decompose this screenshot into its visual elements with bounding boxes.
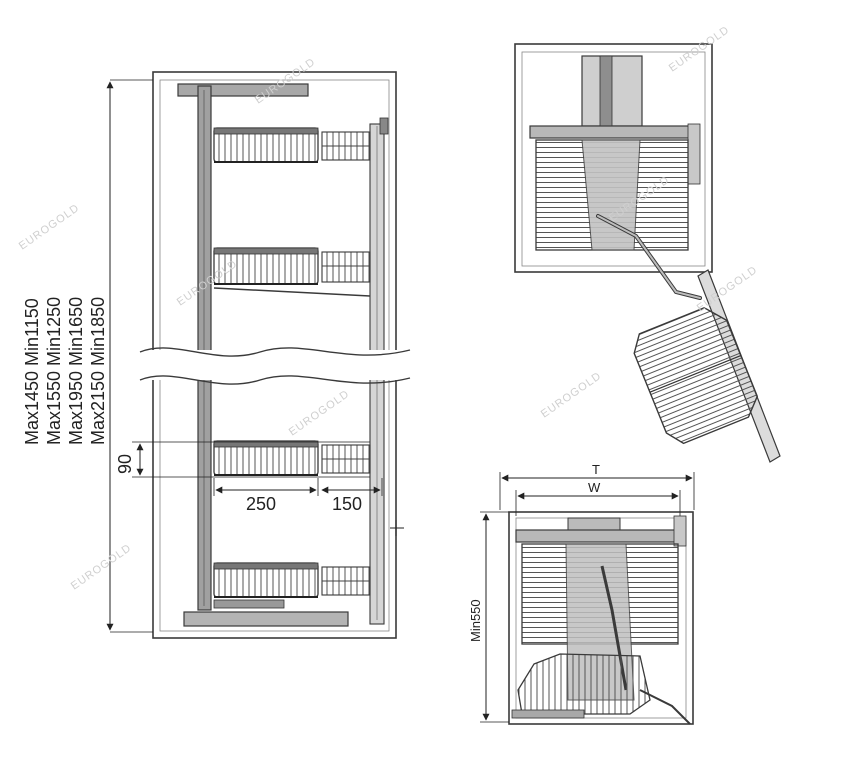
watermark-text: EUROGOLD — [667, 24, 732, 75]
height-label-3: Max1950 Min1650 — [66, 297, 86, 445]
watermark-text: EUROGOLD — [17, 202, 82, 253]
basket-depth-label: 250 — [246, 494, 276, 514]
height-dimension: Max1450 Min1150 Max1550 Min1250 Max1950 … — [22, 79, 153, 633]
inner-width-label: W — [588, 480, 601, 495]
basket-row-2 — [213, 247, 371, 297]
base-plate — [183, 611, 349, 627]
shelf-gap-dimension: 90 — [115, 441, 370, 478]
height-label-4: Max2150 Min1850 — [88, 297, 108, 445]
vertical-post — [197, 85, 212, 611]
min-depth-label: Min550 — [468, 599, 483, 642]
watermark-text: EUROGOLD — [287, 388, 352, 439]
plan-view-dimensions: T W Min550 — [468, 462, 695, 725]
height-label-2: Max1550 Min1250 — [44, 297, 64, 445]
outer-width-label: T — [592, 462, 600, 477]
basket-row-1 — [213, 127, 371, 163]
basket-row-3 — [213, 440, 371, 476]
basket-row-4 — [213, 562, 371, 598]
tall-unit-front-view: Max1450 Min1150 Max1550 Min1250 Max1950 … — [22, 71, 415, 639]
cabinet-plan-outline — [514, 43, 713, 273]
break-lines — [139, 347, 415, 385]
watermark-text: EUROGOLD — [69, 542, 134, 593]
plan-view-door-open — [514, 43, 781, 463]
side-depth-label: 150 — [332, 494, 362, 514]
cabinet-plan-outline-2 — [508, 511, 694, 725]
watermark-text: EUROGOLD — [253, 56, 318, 107]
depth-dimensions: 250 150 — [213, 478, 404, 536]
height-label-1: Max1450 Min1150 — [22, 298, 42, 445]
watermarks: EUROGOLD EUROGOLD EUROGOLD EUROGOLD EURO… — [17, 24, 760, 593]
shelf-gap-label: 90 — [115, 454, 135, 474]
watermark-text: EUROGOLD — [539, 370, 604, 421]
